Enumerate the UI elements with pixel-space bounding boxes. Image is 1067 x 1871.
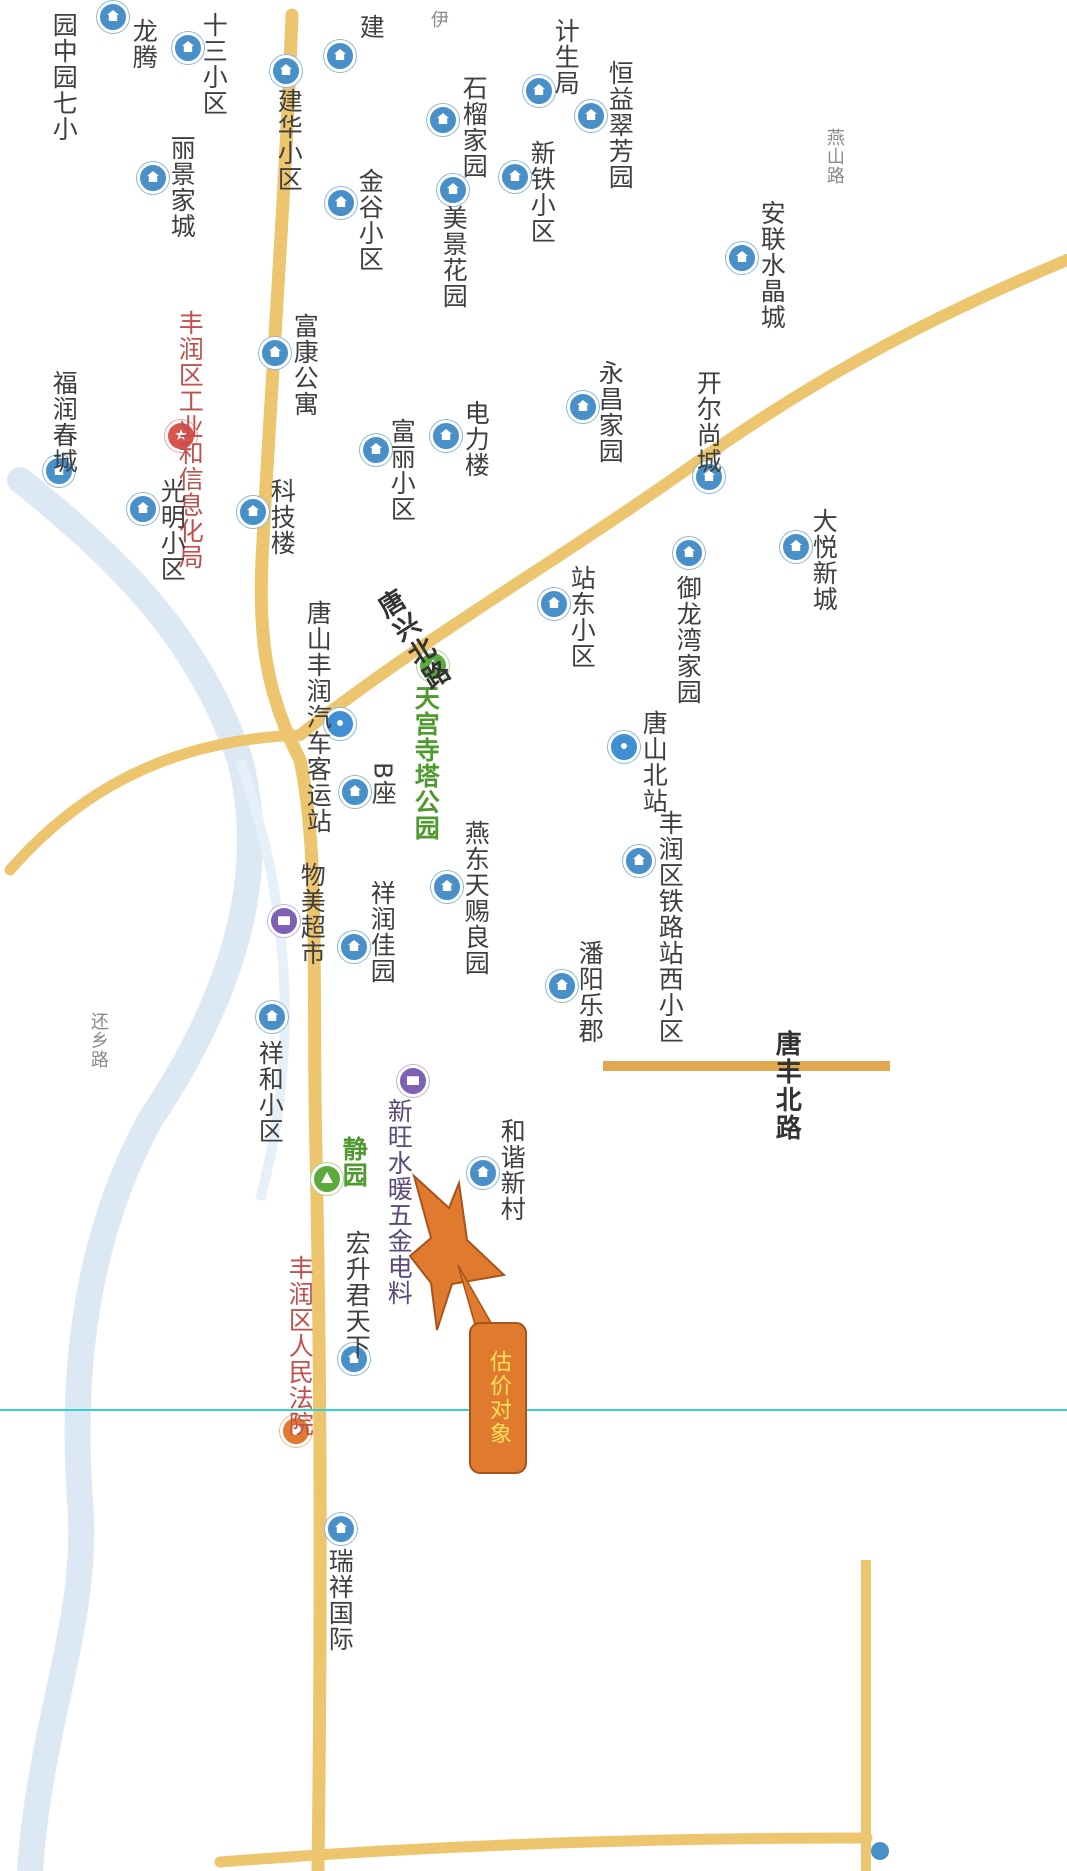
poi-label: 燕东天赐良园 [461, 820, 491, 976]
poi-label: 金谷小区 [355, 168, 385, 272]
poi-icon[interactable] [467, 1157, 499, 1189]
poi-label: 大悦新城 [809, 508, 839, 612]
poi-label: 富丽小区 [387, 418, 417, 522]
poi-label: 建华小区 [274, 88, 304, 192]
poi-icon[interactable] [437, 174, 469, 206]
poi-icon[interactable] [567, 391, 599, 423]
train-station-icon[interactable] [608, 731, 640, 763]
poi-icon[interactable] [575, 100, 607, 132]
poi-label: 新铁小区 [527, 140, 557, 244]
poi-icon[interactable] [673, 537, 705, 569]
poi-label: B座 [368, 762, 398, 807]
poi-label: 静园 [339, 1136, 369, 1188]
poi-icon[interactable] [431, 871, 463, 903]
poi-label: 科技楼 [267, 478, 297, 556]
poi-label: 福润春城 [49, 370, 79, 474]
compass-icon [871, 1842, 889, 1860]
poi-icon[interactable] [324, 40, 356, 72]
poi-label: 潘阳乐郡 [575, 940, 605, 1044]
poi-icon[interactable] [538, 588, 570, 620]
hardware-store-icon[interactable] [397, 1065, 429, 1097]
poi-icon[interactable] [270, 55, 302, 87]
poi-label: 丽景家城 [167, 135, 197, 239]
poi-label: 瑞祥国际 [325, 1548, 355, 1652]
poi-icon[interactable] [360, 434, 392, 466]
poi-label: 十三小区 [199, 12, 229, 116]
poi-icon[interactable] [256, 1001, 288, 1033]
poi-label: 丰润区工业和信息化局 [175, 310, 205, 570]
poi-icon[interactable] [499, 161, 531, 193]
bus-station-icon[interactable] [324, 708, 356, 740]
poi-icon[interactable] [546, 970, 578, 1002]
poi-label: 光明小区 [157, 478, 187, 582]
road-label: 还乡路 [87, 1012, 109, 1069]
poi-label: 宏升君天下 [342, 1230, 372, 1360]
poi-icon[interactable] [430, 420, 462, 452]
poi-label: 开尔尚城 [693, 370, 723, 474]
poi-label: 石榴家园 [459, 75, 489, 179]
poi-icon[interactable] [43, 455, 75, 487]
poi-icon[interactable] [172, 32, 204, 64]
poi-label: 唐山丰润汽车客运站 [303, 600, 333, 834]
valuation-target-label: 估价对象 [486, 1350, 511, 1446]
park-icon[interactable] [311, 1163, 343, 1195]
road-west-branch [4, 729, 306, 876]
poi-icon[interactable] [623, 845, 655, 877]
poi-label: 站东小区 [567, 565, 597, 669]
poi-label: 安联水晶城 [757, 200, 787, 330]
poi-label: 龙腾 [129, 18, 159, 70]
poi-label: 建 [356, 14, 386, 40]
road-bottom [214, 1832, 873, 1868]
park-icon[interactable] [417, 650, 449, 682]
star-icon [408, 1172, 507, 1331]
court-icon[interactable] [280, 1415, 312, 1447]
poi-label: 和谐新村 [497, 1118, 527, 1222]
poi-label: 天宫寺塔公园 [411, 685, 441, 841]
poi-icon[interactable] [523, 75, 555, 107]
poi-icon[interactable] [427, 104, 459, 136]
poi-label: 恒益翠芳园 [605, 60, 635, 190]
government-icon[interactable] [165, 420, 197, 452]
poi-icon[interactable] [97, 1, 129, 33]
poi-label: 园中园七小 [49, 12, 79, 142]
poi-label: 唐山北站 [639, 710, 669, 814]
poi-label: 新旺水暖五金电料 [384, 1098, 414, 1306]
poi-label: 祥和小区 [255, 1040, 285, 1144]
poi-label: 御龙湾家园 [673, 575, 703, 705]
poi-label: 物美超市 [297, 862, 327, 966]
supermarket-icon[interactable] [268, 905, 300, 937]
poi-icon[interactable] [726, 242, 758, 274]
poi-icon[interactable] [137, 162, 169, 194]
poi-label: 永昌家园 [595, 360, 625, 464]
poi-label: 富康公寓 [290, 313, 320, 417]
poi-icon[interactable] [237, 496, 269, 528]
poi-icon[interactable] [325, 187, 357, 219]
road-label: 燕山路 [823, 128, 845, 185]
poi-icon[interactable] [127, 493, 159, 525]
poi-icon[interactable] [693, 461, 725, 493]
poi-label: 美景花园 [439, 205, 469, 309]
poi-icon[interactable] [338, 1343, 370, 1375]
poi-label: 丰润区铁路站西小区 [655, 810, 685, 1044]
road-diagonal-xiaxin [294, 254, 1067, 741]
poi-icon[interactable] [259, 337, 291, 369]
poi-icon[interactable] [339, 776, 371, 808]
poi-label: 祥润佳园 [367, 880, 397, 984]
river-branch [235, 758, 290, 1202]
poi-icon[interactable] [338, 931, 370, 963]
poi-label: 伊 [427, 10, 449, 29]
poi-icon[interactable] [325, 1513, 357, 1545]
poi-label: 丰润区人民法院 [285, 1255, 315, 1437]
poi-label: 电力楼 [461, 400, 491, 478]
poi-icon[interactable] [780, 531, 812, 563]
poi-label: 计生局 [551, 18, 581, 96]
river [7, 467, 263, 1871]
road-label: 唐丰北路 [771, 1030, 802, 1142]
marker-box [469, 1322, 527, 1474]
